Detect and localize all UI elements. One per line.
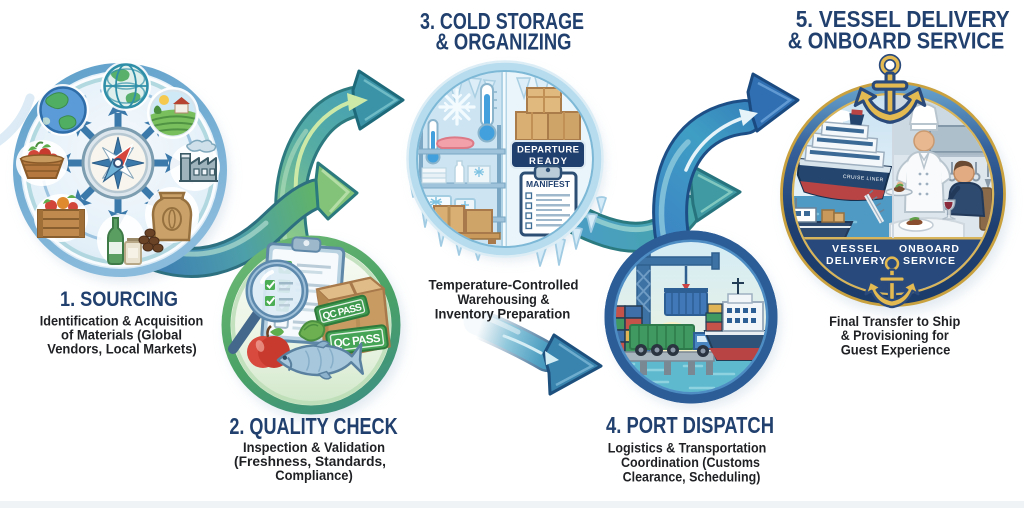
svg-text:Inspection & Validation: Inspection & Validation (243, 439, 385, 455)
svg-text:DELIVERY: DELIVERY (826, 255, 886, 267)
svg-text:& ORGANIZING: & ORGANIZING (436, 29, 572, 55)
svg-text:5. VESSEL DELIVERY: 5. VESSEL DELIVERY (796, 6, 1010, 32)
svg-text:4. PORT DISPATCH: 4. PORT DISPATCH (606, 412, 774, 438)
svg-text:Final Transfer to Ship: Final Transfer to Ship (829, 313, 960, 329)
svg-text:Logistics & Transportation: Logistics & Transportation (608, 440, 767, 456)
svg-text:QC PASS: QC PASS (333, 333, 381, 351)
svg-text:2. QUALITY CHECK: 2. QUALITY CHECK (229, 413, 398, 439)
svg-text:Coordination (Customs: Coordination (Customs (621, 454, 760, 470)
svg-text:VESSEL: VESSEL (832, 243, 881, 255)
svg-text:Identification & Acquisition: Identification & Acquisition (40, 313, 204, 329)
svg-text:ONBOARD: ONBOARD (899, 243, 959, 255)
svg-text:Vendors, Local Markets): Vendors, Local Markets) (47, 341, 197, 357)
svg-text:3. COLD STORAGE: 3. COLD STORAGE (420, 8, 584, 34)
svg-text:Temperature-Controlled: Temperature-Controlled (429, 277, 579, 293)
svg-text:Inventory Preparation: Inventory Preparation (435, 306, 571, 322)
svg-text:CRUISE LINER: CRUISE LINER (843, 174, 884, 184)
svg-text:READY: READY (529, 156, 568, 167)
svg-text:Clearance, Scheduling): Clearance, Scheduling) (623, 469, 761, 485)
svg-text:(Freshness, Standards,: (Freshness, Standards, (234, 453, 386, 469)
svg-text:Compliance): Compliance) (275, 467, 353, 483)
svg-text:& ONBOARD SERVICE: & ONBOARD SERVICE (788, 28, 1004, 54)
svg-text:& Provisioning for: & Provisioning for (841, 327, 949, 343)
svg-text:SERVICE: SERVICE (903, 255, 955, 267)
svg-text:Guest Experience: Guest Experience (841, 342, 951, 358)
svg-text:MANIFEST: MANIFEST (526, 179, 571, 189)
svg-text:of Materials (Global: of Materials (Global (61, 327, 182, 343)
svg-text:Warehousing &: Warehousing & (458, 291, 550, 307)
svg-text:DEPARTURE: DEPARTURE (517, 145, 579, 156)
svg-text:1. SOURCING: 1. SOURCING (60, 288, 178, 311)
